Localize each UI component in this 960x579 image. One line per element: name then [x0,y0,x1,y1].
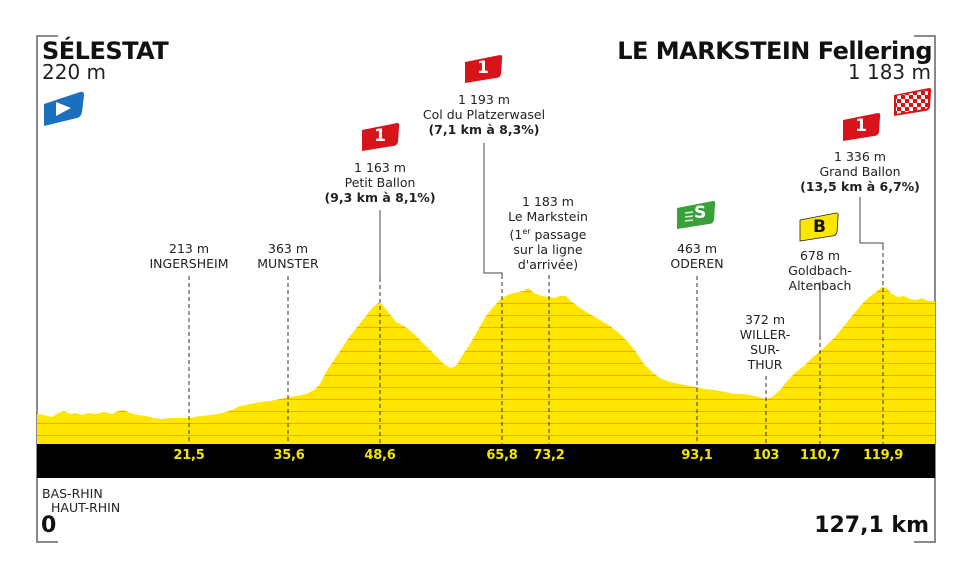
waypoint-munster: 363 m MUNSTER [257,241,318,271]
waypoint-le-markstein: 1 183 m Le Markstein (1er passage sur la… [508,194,588,272]
climb-cat1-label: 1 [477,58,489,78]
waypoint-altitude: 463 m [676,241,718,256]
climb-cat1-label: 1 [855,116,867,136]
waypoint-name-line2: SUR- [750,342,780,357]
km-marker: 103 [752,448,780,463]
region-haut-rhin: HAUT-RHIN [51,500,121,515]
waypoint-note-line2: sur la ligne [513,242,583,258]
waypoint-altitude: 363 m [267,241,309,256]
note-text: passage [530,227,587,243]
note-text: (1 [509,227,523,243]
waypoint-altitude: 1 183 m [522,194,574,209]
frame-left-bottom-tick [36,541,58,543]
waypoint-ingersheim: 213 m INGERSHEIM [149,241,228,271]
bonus-point-icon [799,212,839,242]
region-bas-rhin: BAS-RHIN [42,486,103,501]
waypoint-name: Le Markstein [508,209,588,224]
waypoint-goldbach-altenbach: 678 m Goldbach- Altenbach [788,248,852,293]
climb-cat1-label: 1 [374,126,386,146]
climb-cat1-icon [843,113,881,141]
km-marker: 119,9 [862,448,904,463]
total-distance: 127,1 km [814,513,929,538]
finish-city-title: LE MARKSTEIN Fellering [617,37,932,65]
finish-altitude: 1 183 m [847,60,931,84]
waypoint-name: Petit Ballon [344,175,416,190]
km-marker: 48,6 [364,448,396,463]
start-altitude: 220 m [42,60,107,84]
waypoint-name: MUNSTER [257,256,319,271]
frame-left-top-tick [36,35,58,37]
km-marker: 73,2 [533,448,565,463]
waypoint-petit-ballon: 1 163 m Petit Ballon (9,3 km à 8,1%) [324,160,435,205]
waypoint-name-line1: Goldbach- [788,263,852,278]
waypoint-oderen: 463 m ODEREN [670,241,723,271]
sprint-badge-label: S [694,203,707,223]
waypoint-willer-sur-thur: 372 m WILLER- SUR- THUR [740,312,791,372]
waypoint-altitude: 678 m [799,248,840,263]
climb-stats: (7,1 km à 8,3%) [428,122,540,137]
profile-area [37,287,935,444]
waypoint-name: ODEREN [670,256,724,271]
waypoint-name-line2: Altenbach [788,278,852,293]
waypoint-name: Col du Platzerwasel [422,107,546,122]
waypoint-name: Grand Ballon [819,164,901,179]
waypoint-altitude: 1 336 m [834,149,886,164]
start-city-title: SÉLESTAT [42,37,169,65]
waypoint-altitude: 1 193 m [458,92,510,107]
km-marker: 35,6 [273,448,305,463]
start-km: 0 [41,513,57,538]
waypoint-note-line1: (1er passage [508,224,588,242]
note-superscript: er [522,227,531,236]
waypoint-altitude: 1 163 m [354,160,406,175]
frame-left [36,35,38,543]
frame-right-bottom-tick [914,541,936,543]
frame-right-top-tick [914,35,936,37]
frame-right [934,35,936,543]
waypoint-altitude: 213 m [168,241,210,256]
km-marker: 65,8 [486,448,518,463]
waypoint-name-line3: THUR [747,357,783,372]
km-marker: 93,1 [681,448,713,463]
climb-cat1-icon [465,55,503,83]
waypoint-altitude: 372 m [744,312,785,327]
waypoint-name-line1: WILLER- [739,327,791,342]
waypoint-name: INGERSHEIM [149,256,229,271]
intermediate-sprint-icon [677,201,716,229]
finish-checkered-flag-icon [894,88,932,116]
km-marker: 110,7 [799,448,841,463]
climb-stats: (13,5 km à 6,7%) [800,179,920,194]
climb-cat1-icon [362,123,400,151]
climb-stats: (9,3 km à 8,1%) [324,190,436,205]
waypoint-grand-ballon: 1 336 m Grand Ballon (13,5 km à 6,7%) [800,149,920,194]
waypoint-note-line3: d'arrivée) [517,257,579,273]
bonus-badge-label: B [813,217,826,237]
km-marker: 21,5 [173,448,205,463]
waypoint-col-du-platzerwasel: 1 193 m Col du Platzerwasel (7,1 km à 8,… [423,92,545,137]
